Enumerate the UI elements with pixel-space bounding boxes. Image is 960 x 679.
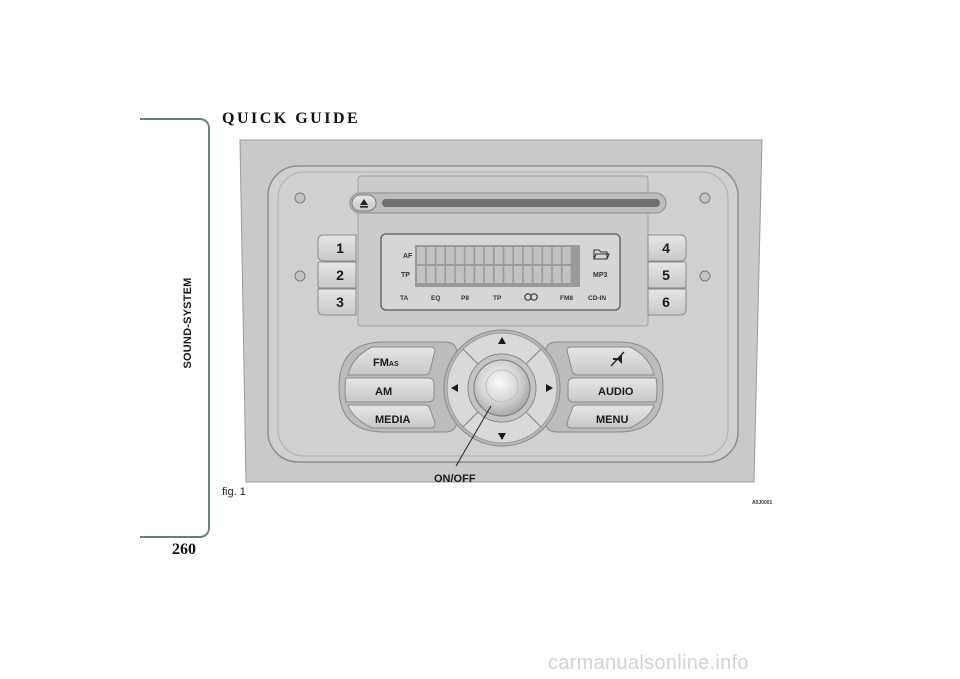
preset-button-3[interactable]: 3: [317, 288, 357, 316]
figure-code: A0J0001: [752, 500, 773, 506]
display-label-ta: TA: [400, 295, 408, 302]
cd-slot[interactable]: [382, 199, 660, 207]
lcd-cell: [436, 266, 445, 283]
lcd-cell: [514, 266, 523, 283]
on-off-callout-label: ON/OFF: [434, 473, 476, 485]
display-label-cd-in: CD-IN: [588, 295, 606, 302]
display-label-fm8: FM8: [560, 295, 573, 302]
display-label-tp-bottom: TP: [493, 295, 502, 302]
audio-button[interactable]: AUDIO: [567, 377, 658, 403]
fm-as-button-suffix: AS: [389, 361, 399, 368]
section-title: QUICK GUIDE: [222, 110, 361, 127]
loop-icon: [524, 293, 538, 301]
mute-icon: [610, 351, 625, 367]
media-button-label: MEDIA: [375, 414, 411, 426]
lcd-cell: [436, 247, 445, 264]
on-off-volume-knob[interactable]: [473, 359, 531, 417]
menu-button-label: MENU: [596, 414, 628, 426]
preset-button-2-label: 2: [336, 267, 344, 283]
menu-button[interactable]: MENU: [566, 404, 655, 429]
faceplate-bezel: [277, 171, 729, 457]
lcd-cell: [562, 247, 571, 264]
mute-button[interactable]: [566, 346, 655, 376]
lcd-cell: [504, 247, 513, 264]
screw: [699, 270, 711, 282]
lcd-cell: [426, 266, 435, 283]
lcd-cell: [465, 266, 474, 283]
media-button[interactable]: MEDIA: [347, 404, 436, 429]
arrow-up-icon[interactable]: [498, 337, 506, 344]
screw: [294, 270, 306, 282]
lcd-cell: [446, 266, 455, 283]
svg-text:FMAS: FMAS: [373, 357, 399, 369]
lcd-cell: [552, 266, 561, 283]
preset-button-2[interactable]: 2: [317, 261, 357, 289]
eject-icon: [360, 199, 368, 208]
preset-button-5[interactable]: 5: [647, 261, 687, 289]
knob-cap: [485, 369, 519, 403]
lcd-cell: [494, 247, 503, 264]
preset-button-5-label: 5: [662, 267, 670, 283]
screw: [294, 192, 306, 204]
preset-button-1-label: 1: [336, 240, 344, 256]
lcd-cell: [523, 266, 532, 283]
page-number: 260: [172, 541, 196, 558]
lcd-cell: [417, 266, 426, 283]
lcd-cell: [426, 247, 435, 264]
preset-button-4-label: 4: [662, 240, 670, 256]
screw: [699, 192, 711, 204]
lcd-cell: [475, 247, 484, 264]
preset-button-4[interactable]: 4: [647, 234, 687, 262]
lcd-cell: [455, 247, 464, 264]
lcd-cell: [562, 266, 571, 283]
lcd-cell: [533, 266, 542, 283]
lcd-cell: [484, 266, 493, 283]
lcd-cell: [514, 247, 523, 264]
am-button-label: AM: [375, 386, 392, 398]
lcd-cell: [465, 247, 474, 264]
lcd-cell: [494, 266, 503, 283]
lcd-cell: [475, 266, 484, 283]
arrow-left-icon[interactable]: [451, 384, 458, 392]
arrow-down-icon[interactable]: [498, 433, 506, 440]
am-button[interactable]: AM: [344, 377, 435, 403]
display-label-eq: EQ: [431, 295, 440, 302]
lcd-cell: [446, 247, 455, 264]
side-rule: [140, 118, 210, 538]
preset-button-3-label: 3: [336, 294, 344, 310]
display-label-p8: P8: [461, 295, 469, 302]
on-off-callout-line: [455, 405, 492, 467]
folder-icon: [593, 249, 610, 260]
lcd-cell: [533, 247, 542, 264]
display-label-tp: TP: [401, 272, 410, 279]
watermark: carmanualsonline.info: [548, 652, 749, 674]
eject-button[interactable]: [351, 194, 377, 212]
lcd-cell: [455, 266, 464, 283]
preset-button-1[interactable]: 1: [317, 234, 357, 262]
display-label-mp3: MP3: [593, 272, 608, 279]
fm-as-button-label: FM: [373, 357, 389, 369]
lcd-cell: [523, 247, 532, 264]
preset-button-6-label: 6: [662, 294, 670, 310]
lcd-cell: [543, 266, 552, 283]
arrow-right-icon[interactable]: [546, 384, 553, 392]
fm-as-button[interactable]: FMAS: [347, 346, 436, 376]
figure-caption: fig. 1: [222, 486, 246, 498]
lcd-character-grid: [417, 247, 571, 283]
lcd-cell: [484, 247, 493, 264]
preset-button-6[interactable]: 6: [647, 288, 687, 316]
audio-button-label: AUDIO: [598, 386, 634, 398]
lcd-cell: [504, 266, 513, 283]
lcd-cell: [543, 247, 552, 264]
lcd-cell: [417, 247, 426, 264]
display-label-af: AF: [403, 253, 413, 260]
lcd-cell: [552, 247, 561, 264]
